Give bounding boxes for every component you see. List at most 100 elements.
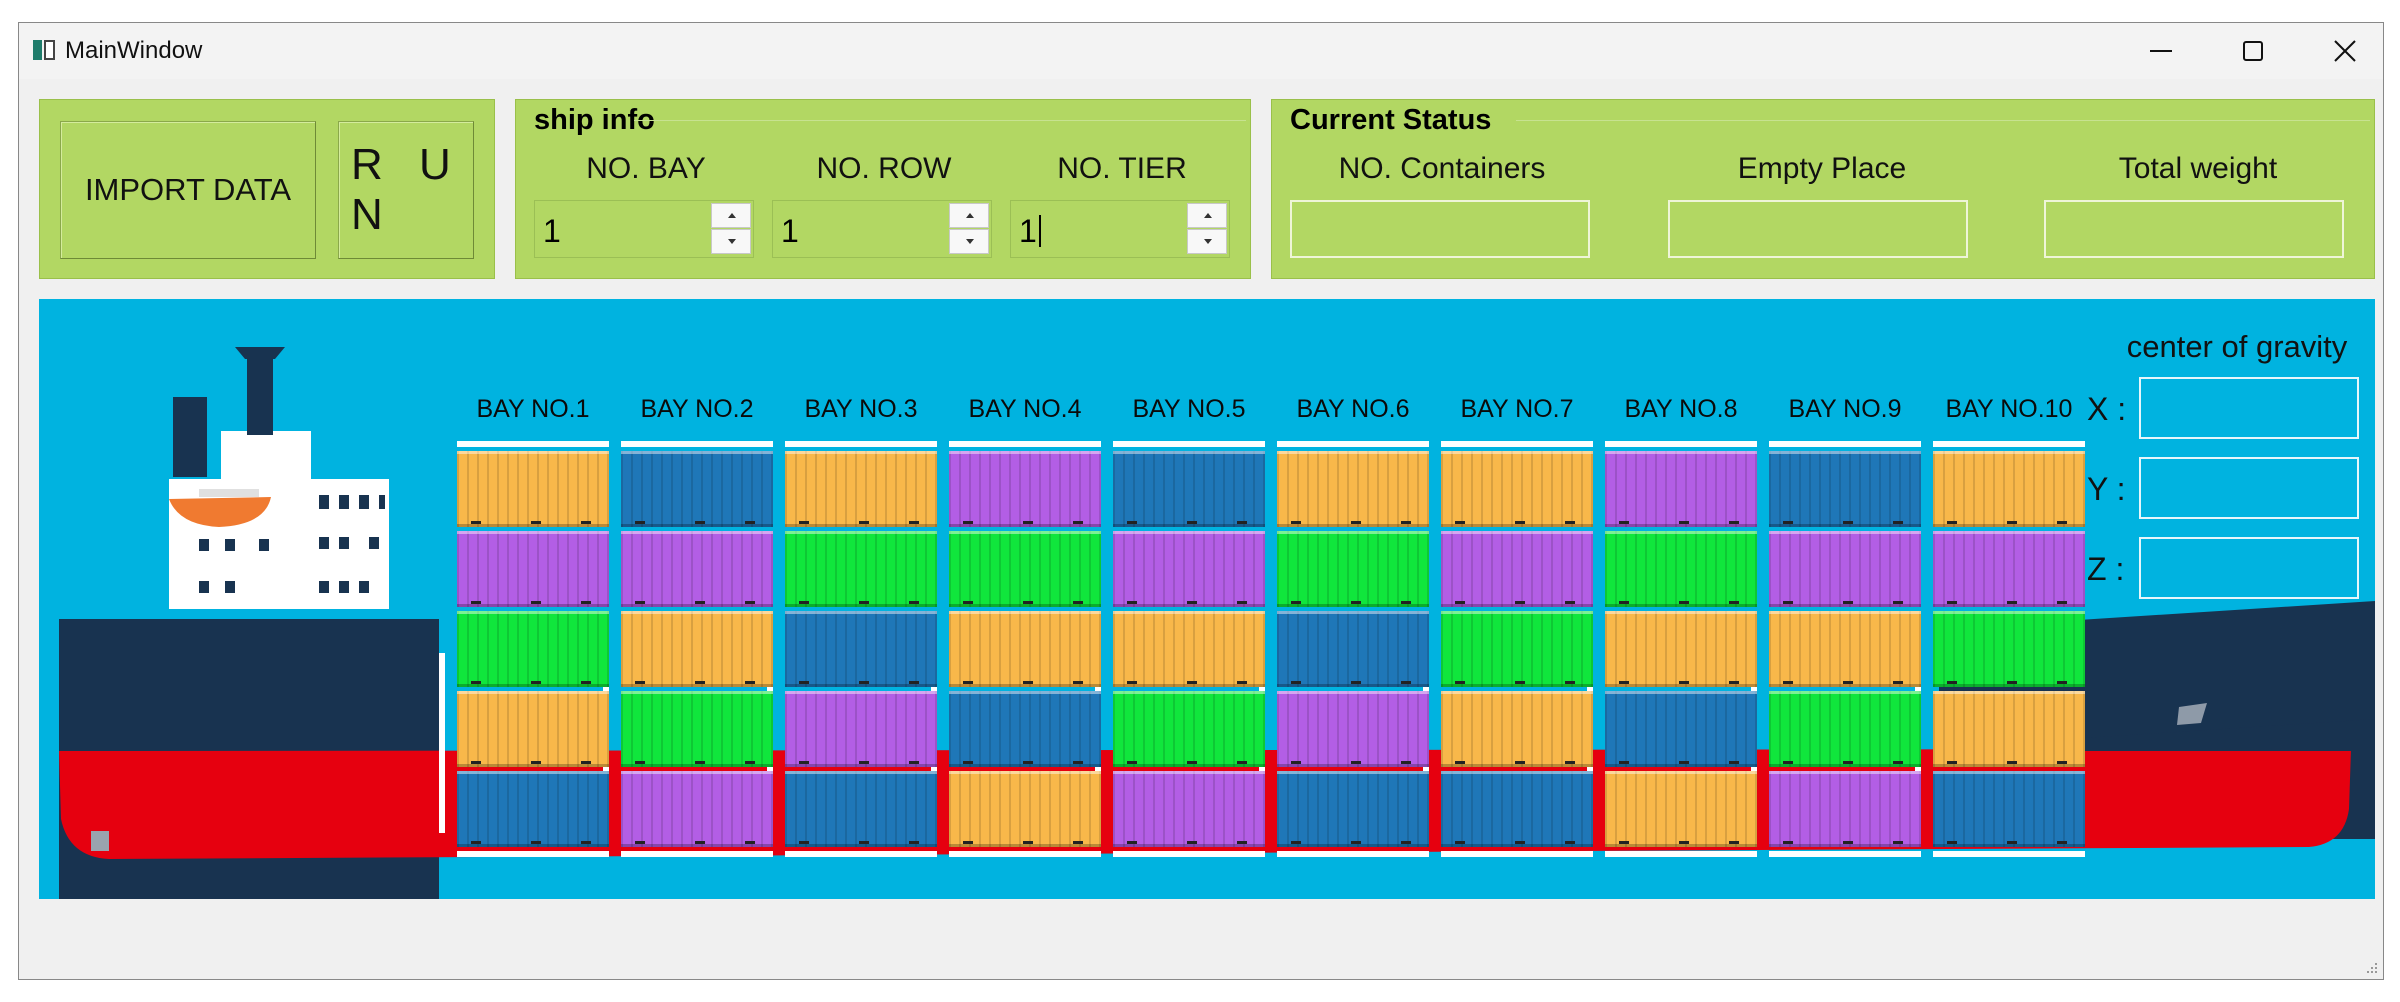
row-increment-button[interactable] xyxy=(949,203,989,228)
container-green xyxy=(1605,531,1757,607)
bay-base-rail xyxy=(1441,851,1593,857)
cog-z-label: Z : xyxy=(2087,551,2125,587)
bay-top-rail xyxy=(1277,441,1429,447)
row-decrement-button[interactable] xyxy=(949,229,989,254)
container-blue xyxy=(621,451,773,527)
container-green xyxy=(1769,691,1921,767)
bay-label: BAY NO.8 xyxy=(1624,395,1738,423)
bay-label: BAY NO.5 xyxy=(1132,395,1246,423)
bay-label: BAY NO.4 xyxy=(968,395,1082,423)
group-divider xyxy=(1516,120,2370,121)
ship-hull-bow-cut xyxy=(2069,719,2375,751)
empty-place-label: Empty Place xyxy=(1737,152,1907,185)
container-blue xyxy=(785,611,937,687)
bay-value: 1 xyxy=(543,213,561,249)
tier-increment-button[interactable] xyxy=(1187,203,1227,228)
run-button[interactable]: R U N xyxy=(338,121,474,259)
windows xyxy=(199,495,385,593)
bay-top-rail xyxy=(457,441,609,447)
cog-y-field[interactable] xyxy=(2139,457,2359,519)
actions-panel: IMPORT DATA R U N xyxy=(39,99,495,279)
cog-x-field[interactable] xyxy=(2139,377,2359,439)
tier-spinbox[interactable]: 1 xyxy=(1010,200,1230,258)
current-status-title: Current Status xyxy=(1290,104,1492,136)
bay-column xyxy=(1769,441,1921,857)
bay-base-rail xyxy=(457,851,609,857)
bay-base-rail xyxy=(1933,851,2085,857)
bay-decrement-button[interactable] xyxy=(711,229,751,254)
container-green xyxy=(621,691,773,767)
bay-top-rail xyxy=(949,441,1101,447)
bay-top-rail xyxy=(1769,441,1921,447)
container-green xyxy=(1933,611,2085,687)
bay-label: BAY NO.3 xyxy=(804,395,918,423)
container-blue xyxy=(1605,691,1757,767)
bay-increment-button[interactable] xyxy=(711,203,751,228)
total-weight-label: Total weight xyxy=(2118,152,2278,185)
tier-decrement-button[interactable] xyxy=(1187,229,1227,254)
text-cursor xyxy=(1038,215,1041,247)
tier-value: 1 xyxy=(1019,213,1037,249)
bay-spinbox[interactable]: 1 xyxy=(534,200,754,258)
container-green xyxy=(1277,531,1429,607)
mast xyxy=(235,347,285,359)
container-green xyxy=(1113,691,1265,767)
bay-column xyxy=(1277,441,1429,857)
container-blue xyxy=(1933,771,2085,847)
funnel xyxy=(247,355,273,435)
bay-top-rail xyxy=(621,441,773,447)
container-green xyxy=(785,531,937,607)
bay-column xyxy=(457,441,609,857)
chevron-down-icon xyxy=(728,239,736,244)
bay-top-rail xyxy=(1113,441,1265,447)
containers-count-field[interactable] xyxy=(1290,200,1590,258)
container-blue xyxy=(1277,771,1429,847)
container-purple xyxy=(1113,531,1265,607)
ship-info-group: ship info NO. BAY NO. ROW NO. TIER 1 1 1 xyxy=(515,99,1251,279)
ship-view: BAY NO.1 BAY NO.2 BAY NO.3 BAY NO.4 BAY NO.5… xyxy=(39,299,2375,899)
bay-label: NO. BAY xyxy=(586,152,706,185)
container-blue xyxy=(949,691,1101,767)
bay-top-rail xyxy=(1933,441,2085,447)
container-blue xyxy=(1277,611,1429,687)
container-blue xyxy=(1769,451,1921,527)
bay-label: BAY NO.10 xyxy=(1945,395,2073,423)
container-purple xyxy=(1441,531,1593,607)
chevron-down-icon xyxy=(1204,239,1212,244)
bay-base-rail xyxy=(1769,851,1921,857)
maximize-button[interactable] xyxy=(2207,23,2299,79)
bay-top-rail xyxy=(1441,441,1593,447)
bay-column xyxy=(1933,441,2085,857)
current-status-group: Current Status NO. Containers Empty Plac… xyxy=(1271,99,2375,279)
container-orange xyxy=(457,451,609,527)
minimize-icon xyxy=(2150,50,2172,52)
total-weight-field[interactable] xyxy=(2044,200,2344,258)
maximize-icon xyxy=(2243,41,2263,61)
container-orange xyxy=(457,691,609,767)
row-value: 1 xyxy=(781,213,799,249)
minimize-button[interactable] xyxy=(2115,23,2207,79)
chevron-up-icon xyxy=(1204,213,1212,218)
empty-place-field[interactable] xyxy=(1668,200,1968,258)
container-orange xyxy=(1933,691,2085,767)
container-orange xyxy=(949,611,1101,687)
cog-title: center of gravity xyxy=(2126,329,2348,364)
container-orange xyxy=(1441,451,1593,527)
container-blue xyxy=(1441,771,1593,847)
import-data-button[interactable]: IMPORT DATA xyxy=(60,121,316,259)
size-grip-icon[interactable] xyxy=(2365,961,2379,975)
title-bar[interactable]: MainWindow xyxy=(19,23,2383,79)
bay-label: BAY NO.2 xyxy=(640,395,754,423)
close-button[interactable] xyxy=(2299,23,2391,79)
cog-z-field[interactable] xyxy=(2139,537,2359,599)
row-spinbox[interactable]: 1 xyxy=(772,200,992,258)
bay-label: BAY NO.1 xyxy=(476,395,590,423)
chevron-up-icon xyxy=(728,213,736,218)
container-blue xyxy=(785,771,937,847)
chevron-down-icon xyxy=(966,239,974,244)
stern-fitting xyxy=(91,831,109,851)
container-orange xyxy=(1113,611,1265,687)
bay-column xyxy=(1605,441,1757,857)
container-orange xyxy=(1441,691,1593,767)
container-blue xyxy=(1113,451,1265,527)
